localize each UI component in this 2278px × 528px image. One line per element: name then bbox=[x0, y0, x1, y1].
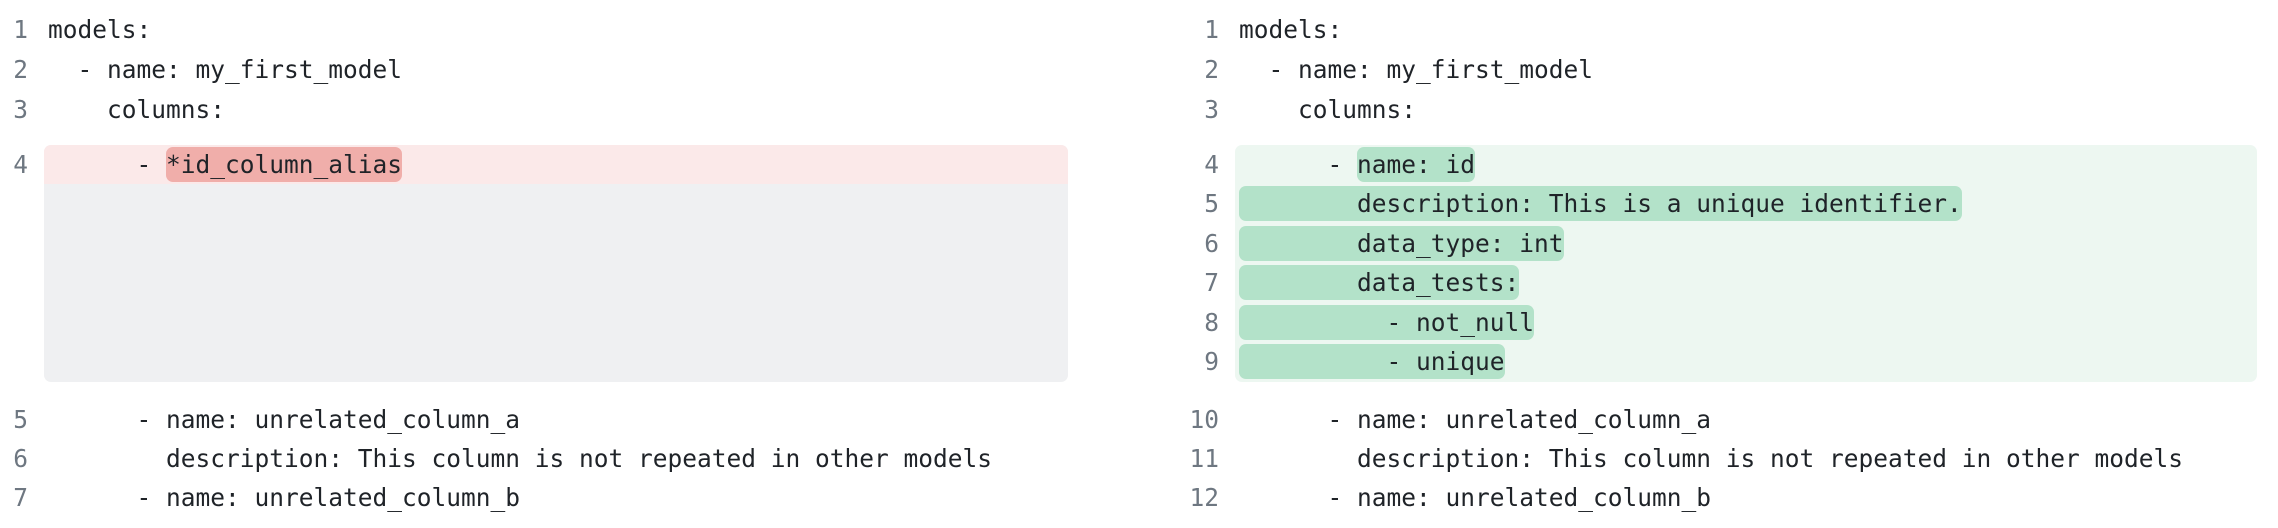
added-token: data_type: int bbox=[1239, 225, 1564, 261]
code-line: 11 description: This column is not repea… bbox=[1139, 439, 2278, 478]
code-plain-text: columns: bbox=[48, 94, 226, 124]
code-line: 2 - name: my_first_model bbox=[1139, 50, 2278, 89]
code-plain-text: - bbox=[1239, 149, 1358, 179]
line-number: 2 bbox=[1204, 54, 1219, 84]
line-number: 1 bbox=[13, 14, 28, 44]
removed-hunk bbox=[44, 145, 1068, 382]
code-plain-text: - name: my_first_model bbox=[1239, 54, 1594, 84]
code-text: data_tests: bbox=[1239, 263, 1520, 302]
code-text: description: This is a unique identifier… bbox=[1239, 184, 1962, 223]
code-text: - name: unrelated_column_b bbox=[48, 478, 521, 517]
code-plain-text: columns: bbox=[1239, 94, 1417, 124]
code-text: - not_null bbox=[1239, 303, 1535, 342]
code-plain-text: description: This column is not repeated… bbox=[48, 443, 993, 473]
code-plain-text: - name: my_first_model bbox=[48, 54, 403, 84]
code-line: 6 description: This column is not repeat… bbox=[0, 439, 1139, 478]
code-plain-text: - bbox=[48, 149, 167, 179]
code-line: 5 - name: unrelated_column_a bbox=[0, 400, 1139, 439]
code-text: description: This column is not repeated… bbox=[48, 439, 992, 478]
code-plain-text: models: bbox=[48, 14, 152, 44]
code-text: - *id_column_alias bbox=[48, 145, 403, 184]
line-number: 5 bbox=[13, 404, 28, 434]
line-number: 1 bbox=[1204, 14, 1219, 44]
line-number: 9 bbox=[1204, 347, 1219, 376]
code-text: columns: bbox=[1239, 90, 1416, 129]
line-number: 3 bbox=[1204, 94, 1219, 124]
code-text: columns: bbox=[48, 90, 225, 129]
line-number: 8 bbox=[1204, 307, 1219, 337]
added-token: data_tests: bbox=[1239, 265, 1520, 300]
removed-code-line: 4 - *id_column_alias bbox=[0, 145, 1139, 184]
code-line: 3 columns: bbox=[1139, 90, 2278, 129]
code-line: 10 - name: unrelated_column_a bbox=[1139, 400, 2278, 439]
code-text: data_type: int bbox=[1239, 224, 1564, 263]
code-text: - name: unrelated_column_a bbox=[48, 400, 521, 439]
line-number: 10 bbox=[1189, 404, 1219, 434]
code-text: - name: id bbox=[1239, 145, 1476, 184]
code-text: description: This column is not repeated… bbox=[1239, 439, 2183, 478]
code-plain-text: - name: unrelated_column_a bbox=[1239, 404, 1712, 434]
code-line: 1 models: bbox=[1139, 10, 2278, 49]
code-text: models: bbox=[48, 10, 151, 49]
line-number: 7 bbox=[13, 482, 28, 512]
code-line: 3 columns: bbox=[0, 90, 1139, 129]
line-number: 2 bbox=[13, 54, 28, 84]
line-number: 5 bbox=[1204, 189, 1219, 218]
code-text: - unique bbox=[1239, 342, 1505, 381]
code-plain-text: models: bbox=[1239, 14, 1343, 44]
line-number: 11 bbox=[1189, 443, 1219, 473]
code-plain-text: - name: unrelated_column_a bbox=[48, 404, 521, 434]
added-code-line: 9 - unique bbox=[1139, 342, 2278, 381]
code-line: 12 - name: unrelated_column_b bbox=[1139, 478, 2278, 517]
line-number: 7 bbox=[1204, 268, 1219, 297]
added-code-line: 6 data_type: int bbox=[1139, 224, 2278, 263]
code-plain-text: - name: unrelated_column_b bbox=[1239, 482, 1712, 512]
code-line: 1 models: bbox=[0, 10, 1139, 49]
code-text: - name: my_first_model bbox=[48, 50, 403, 89]
code-text: - name: unrelated_column_b bbox=[1239, 478, 1712, 517]
added-code-line: 5 description: This is a unique identifi… bbox=[1139, 184, 2278, 223]
code-line: 2 - name: my_first_model bbox=[0, 50, 1139, 89]
added-token: description: This is a unique identifier… bbox=[1239, 186, 1962, 221]
added-token: name: id bbox=[1357, 146, 1476, 182]
added-hunk bbox=[1235, 145, 2257, 382]
line-number: 6 bbox=[1204, 228, 1219, 258]
code-text: - name: unrelated_column_a bbox=[1239, 400, 1712, 439]
code-text: - name: my_first_model bbox=[1239, 50, 1594, 89]
line-number: 6 bbox=[13, 443, 28, 473]
added-code-line: 8 - not_null bbox=[1139, 303, 2278, 342]
added-token: - not_null bbox=[1239, 304, 1535, 340]
line-number: 12 bbox=[1189, 482, 1219, 512]
added-token: - unique bbox=[1239, 344, 1505, 379]
line-number: 4 bbox=[13, 149, 28, 179]
code-text: models: bbox=[1239, 10, 1342, 49]
removed-token: *id_column_alias bbox=[166, 146, 403, 182]
added-code-line: 4 - name: id bbox=[1139, 145, 2278, 184]
line-number: 4 bbox=[1204, 149, 1219, 179]
code-plain-text: description: This column is not repeated… bbox=[1239, 443, 2184, 473]
line-number: 3 bbox=[13, 94, 28, 124]
code-line: 7 - name: unrelated_column_b bbox=[0, 478, 1139, 517]
added-code-line: 7 data_tests: bbox=[1139, 263, 2278, 302]
code-plain-text: - name: unrelated_column_b bbox=[48, 482, 521, 512]
